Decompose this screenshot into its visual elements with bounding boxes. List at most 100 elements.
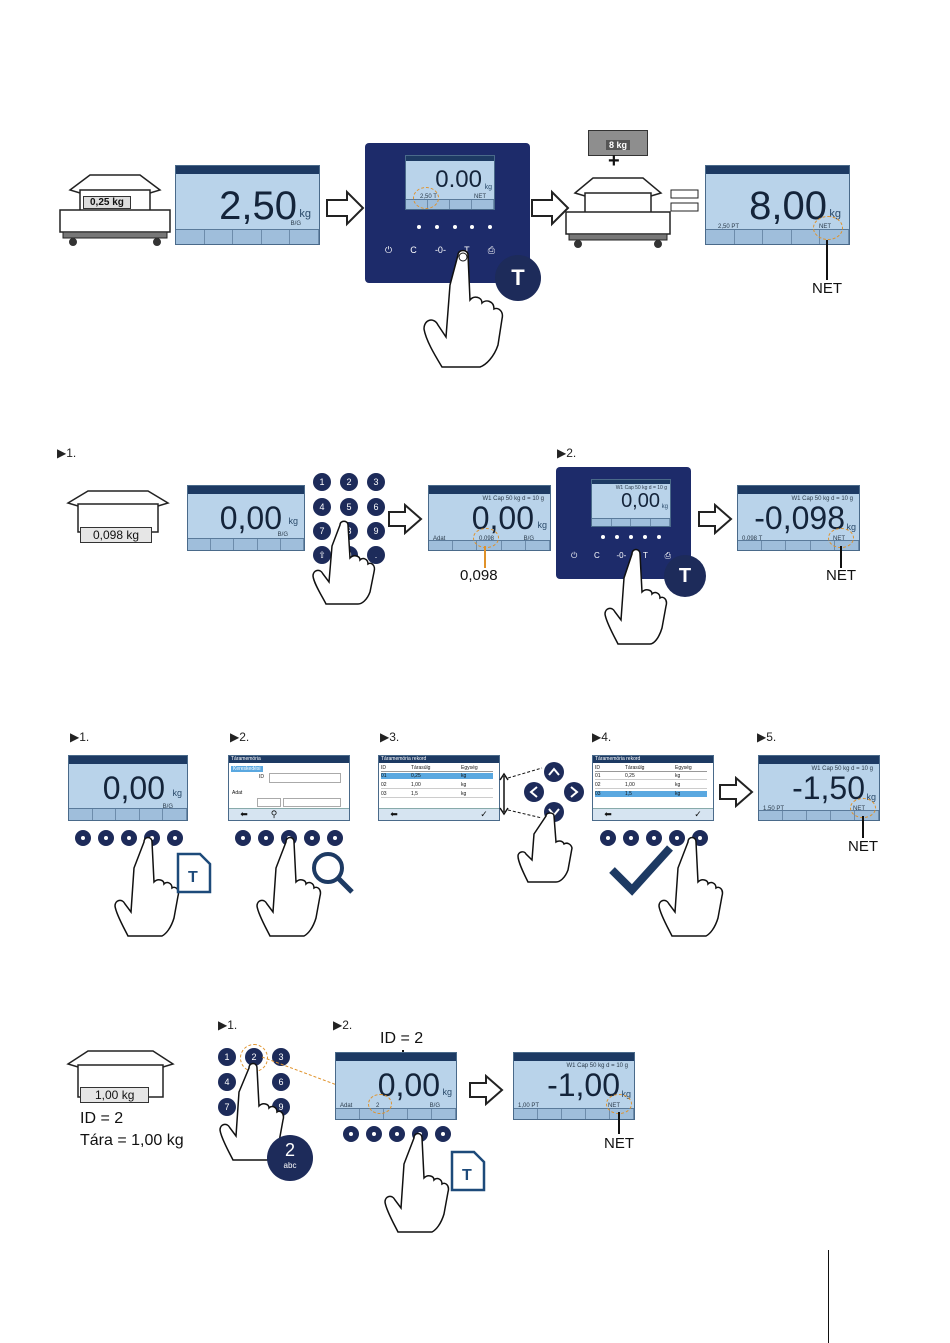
scale-weight-label: 0,25 kg	[83, 196, 131, 209]
key-1[interactable]: 1	[313, 473, 331, 491]
pt-indicator: 2,50 PT	[718, 224, 740, 230]
weight-unit: kg	[172, 788, 182, 798]
net-label: NET	[604, 1135, 634, 1152]
search-icon[interactable]: ⚲	[270, 809, 278, 819]
panel-unit: kg	[484, 184, 492, 191]
display-screen-7: W1 Cap 50 kg d = 10 g -1,50 kg 1,50 PT N…	[758, 755, 880, 821]
confirm-icon[interactable]: ✓	[480, 809, 488, 819]
search-tab[interactable]: Kereskedési	[231, 766, 263, 772]
softkey[interactable]	[623, 830, 639, 846]
softkey[interactable]	[343, 1126, 359, 1142]
power-key[interactable]: ⏻	[385, 245, 393, 255]
panel-unit: kg	[661, 504, 668, 510]
back-icon[interactable]: ⬅	[390, 809, 398, 819]
key-3[interactable]: 3	[367, 473, 385, 491]
print-key[interactable]: ⎙	[664, 551, 671, 560]
pt-indicator: 1,00 PT	[518, 1103, 540, 1109]
key-5[interactable]: 5	[340, 498, 358, 516]
bg-indicator: B/G	[523, 536, 534, 542]
softkey[interactable]	[435, 1126, 451, 1142]
softkey[interactable]	[235, 830, 251, 846]
bg-indicator: B/G	[429, 1103, 440, 1109]
key-9[interactable]: 9	[367, 522, 385, 540]
checkmark-icon	[609, 845, 673, 896]
key-6[interactable]: 6	[367, 498, 385, 516]
zero-key[interactable]: -0-	[434, 245, 446, 255]
tare-key[interactable]: T	[464, 245, 470, 255]
key-2[interactable]: 2	[340, 473, 358, 491]
softkey[interactable]	[304, 830, 320, 846]
operator-select[interactable]	[257, 798, 281, 807]
step-1: ▶1.	[57, 446, 77, 460]
weight-unit: kg	[288, 516, 298, 526]
back-icon[interactable]: ⬅	[604, 809, 612, 819]
softkey[interactable]	[121, 830, 137, 846]
weight-unit: kg	[621, 1089, 631, 1099]
box-weight-label: 0,098 kg	[80, 527, 153, 543]
softkey[interactable]	[600, 830, 616, 846]
softkey[interactable]	[646, 830, 662, 846]
key-6[interactable]: 6	[272, 1073, 290, 1091]
key-3[interactable]: 3	[272, 1048, 290, 1066]
softkey[interactable]	[258, 830, 274, 846]
data-field[interactable]	[283, 798, 341, 807]
print-key[interactable]: ⎙	[487, 245, 495, 255]
softkey[interactable]	[389, 1126, 405, 1142]
key-1[interactable]: 1	[218, 1048, 236, 1066]
pt-indicator: 0,098 T	[742, 536, 763, 542]
weight-unit: kg	[442, 1087, 452, 1097]
zero-key[interactable]: -0-	[616, 551, 627, 560]
search-screen: Táramemória Kereskedési ID Adat ⬅⚲	[228, 755, 350, 821]
step-2: ▶2.	[230, 730, 250, 744]
id-field[interactable]	[269, 773, 341, 783]
table-title: Táramemória rekord	[379, 756, 499, 763]
finger-press-icon	[658, 836, 724, 937]
confirm-icon[interactable]: ✓	[694, 809, 702, 819]
key-shift[interactable]: ⇧	[313, 546, 331, 564]
softkey[interactable]	[327, 830, 343, 846]
softkey[interactable]	[98, 830, 114, 846]
softkey[interactable]	[75, 830, 91, 846]
key-dot[interactable]: .	[367, 546, 385, 564]
panel-screen: W1 Cap 50 kg d = 10 g 0,00 kg	[591, 479, 671, 527]
arrow-right-icon	[388, 503, 423, 535]
svg-text:T: T	[188, 869, 198, 886]
tare-memory-icon: T	[450, 1150, 486, 1192]
finger-press-icon	[604, 548, 668, 645]
key-7[interactable]: 7	[313, 522, 331, 540]
key-4[interactable]: 4	[313, 498, 331, 516]
bg-indicator: B/G	[277, 532, 288, 538]
weight-value: 0,00	[219, 500, 282, 536]
arrow-right-icon	[326, 189, 365, 227]
capacity-header: W1 Cap 50 kg d = 10 g	[791, 496, 853, 502]
key-7[interactable]: 7	[218, 1098, 236, 1116]
entry-label: 0,098	[460, 567, 498, 584]
clear-key[interactable]: C	[594, 551, 600, 560]
softkey[interactable]	[167, 830, 183, 846]
capacity-header: W1 Cap 50 kg d = 10 g	[482, 496, 544, 502]
softkey[interactable]	[669, 830, 685, 846]
back-icon[interactable]: ⬅	[240, 809, 248, 819]
tare-key[interactable]: T	[643, 551, 648, 560]
clear-key[interactable]: C	[410, 245, 417, 255]
panel-value: 0,00	[621, 490, 660, 512]
display-screen-9: W1 Cap 50 kg d = 10 g -1,00 kg 1,00 PT N…	[513, 1052, 635, 1120]
net-label: NET	[848, 838, 878, 855]
key-4[interactable]: 4	[218, 1073, 236, 1091]
power-key[interactable]: ⏻	[571, 551, 578, 560]
step-3: ▶3.	[380, 730, 400, 744]
weight-unit: kg	[537, 520, 547, 530]
softkey[interactable]	[366, 1126, 382, 1142]
weight-unit: kg	[866, 792, 876, 802]
weight-unit: kg	[829, 208, 841, 220]
data-label: Adat	[433, 536, 446, 542]
softkey-row	[600, 830, 708, 846]
